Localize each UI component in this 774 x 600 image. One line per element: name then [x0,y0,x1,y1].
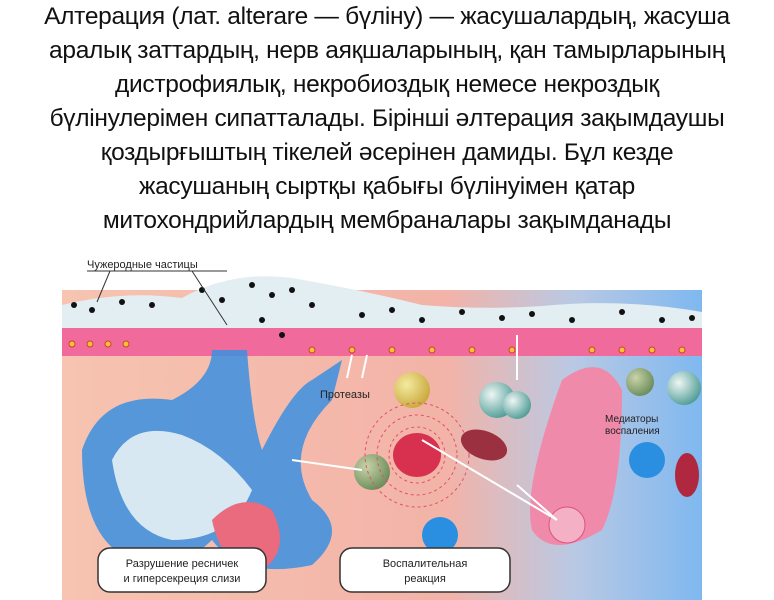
caption-text: Разрушение ресничек [126,558,239,570]
blue-cell [422,517,458,553]
gland-lumen [112,430,252,540]
green-cell [354,454,390,490]
caption-text: Воспалительная [383,558,468,570]
text-line: аралық заттардың, нерв аяқшаларының, қан… [49,37,725,64]
text-line: қоздырғыштың тікелей әсерінен дамиды. Бұ… [100,139,674,166]
text-line: бүлінулерімен сипатталады. Бірінші әлтер… [49,105,725,132]
label-mediators: воспаления [605,426,660,437]
teal-cell [667,371,701,405]
text-line: жасушаның сыртқы қабығы бүлінуімен қатар [139,173,635,200]
slide-text: Алтерация (лат. alterare — бүліну) — жас… [0,0,774,238]
text-line: митохондрийлардың мембраналары зақымдана… [102,207,672,234]
epithelium-layer [62,328,702,356]
text-line: дистрофиялық, некробиоздық немесе некроз… [115,71,659,98]
label-mediators: Медиаторы [605,414,658,425]
caption-box-cilia [97,547,267,593]
blood-vessel [530,367,622,545]
pointer-line [96,270,111,303]
text-line: Алтерация (лат. alterare — бүліну) — жас… [44,3,730,30]
caption-box-inflammation [339,547,511,593]
inflammation-illustration: Чужеродные частицы Протеазы Медиаторы во… [62,259,702,600]
pointer-line [191,270,228,326]
vessel-lumen [548,506,586,544]
mucus-layer [62,276,702,335]
red-cell [393,433,441,477]
yellow-cell [394,372,430,408]
blue-cell [629,442,665,478]
caption-text: реакция [404,573,446,585]
teal-cell [503,391,531,419]
caption-text: и гиперсекреция слизи [124,573,241,585]
foreign-particles [71,282,695,338]
red-cell [675,453,699,497]
label-foreign-particles: Чужеродные частицы [87,259,198,271]
red-cell [460,429,508,461]
label-proteases: Протеазы [320,389,370,401]
green-cell [626,368,654,396]
inflammation-rings [364,402,470,508]
arrows [291,335,558,521]
